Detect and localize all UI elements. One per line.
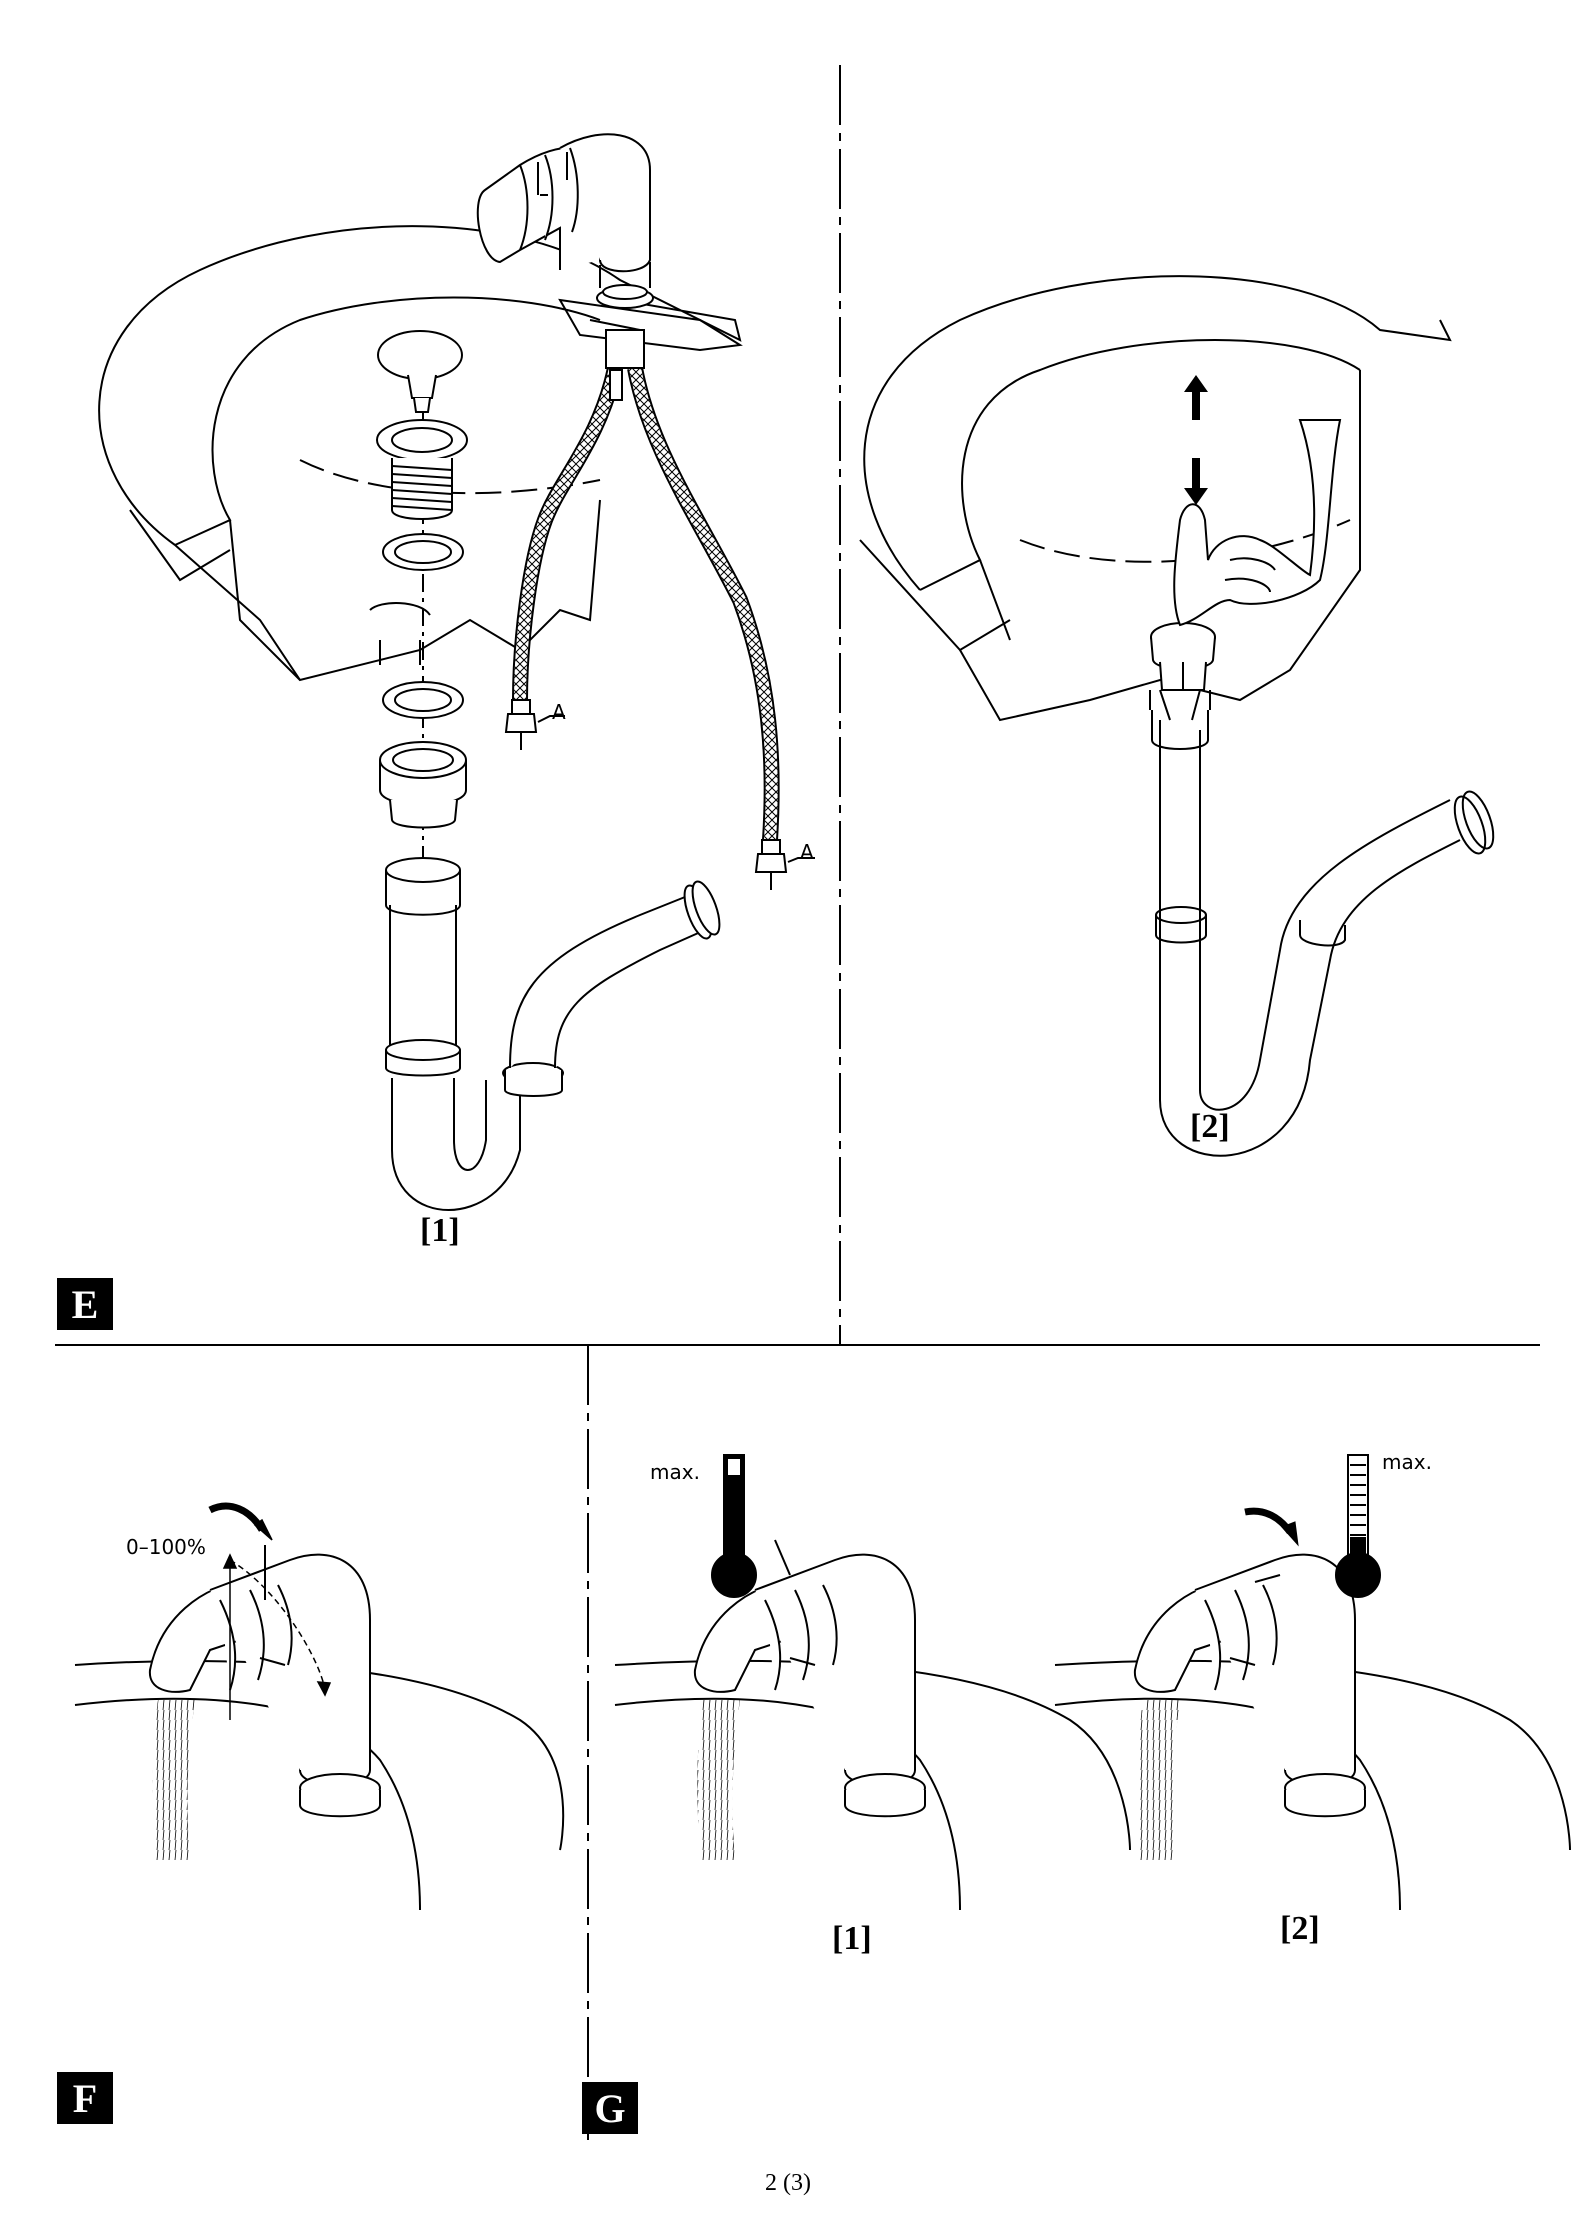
section-e-step2-label: [2] xyxy=(1190,1108,1230,1146)
water-stream-f xyxy=(152,1700,195,1860)
section-g-step1-label: [1] xyxy=(832,1920,872,1958)
thermometer-max-label-1: max. xyxy=(650,1460,700,1484)
popup-plug xyxy=(1151,623,1215,690)
page-number: 2 (3) xyxy=(0,2170,1576,2197)
hose-label-a-2: A xyxy=(800,840,814,864)
panel-dividers xyxy=(55,65,1540,2140)
section-f-badge: F xyxy=(57,2072,113,2124)
thermometer-g2 xyxy=(1336,1455,1380,1597)
thermometer-max-label-2: max. xyxy=(1382,1450,1432,1474)
thermometer-g1 xyxy=(712,1455,756,1597)
tap-drawing-e xyxy=(478,134,653,308)
water-stream-g2 xyxy=(1137,1700,1180,1860)
section-e-badge: E xyxy=(57,1278,113,1330)
water-stream-g1 xyxy=(697,1700,740,1860)
hand-pressing xyxy=(1174,420,1340,625)
hose-label-a-1: A xyxy=(552,700,566,724)
section-g-step2-label: [2] xyxy=(1280,1910,1320,1948)
rotate-arrow-g2 xyxy=(1245,1511,1298,1545)
section-g-badge: G xyxy=(582,2082,638,2134)
supply-hoses xyxy=(506,330,815,890)
basin-popup-drawing xyxy=(860,276,1500,1156)
section-e-step1-label: [1] xyxy=(420,1212,460,1250)
up-down-arrows xyxy=(1184,375,1208,505)
flow-range-label: 0–100% xyxy=(126,1535,206,1559)
